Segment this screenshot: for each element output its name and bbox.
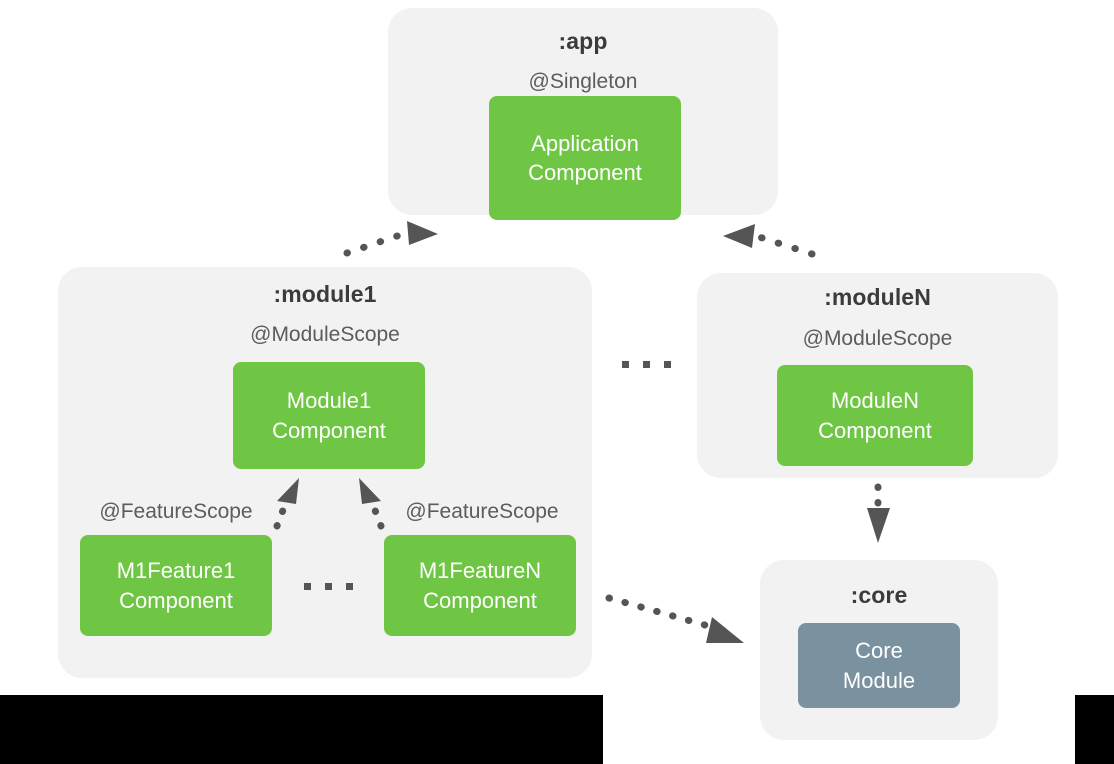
component-m1feature1-line1: M1Feature1 — [116, 558, 236, 584]
component-application-line1: Application — [531, 130, 639, 156]
module-ellipsis — [622, 361, 671, 368]
scope-m1feature1: @FeatureScope — [99, 500, 253, 523]
component-moduleN-line2: Component — [818, 417, 932, 443]
panel-module1-scope: @ModuleScope — [250, 323, 400, 346]
scope-m1featureN: @FeatureScope — [405, 500, 559, 523]
ellipsis-dot — [325, 583, 332, 590]
panel-core-title: :core — [850, 582, 908, 608]
component-m1featureN-line2: Component — [423, 587, 537, 613]
component-m1featureN[interactable]: M1FeatureN Component — [384, 535, 576, 636]
component-moduleN-line1: ModuleN — [830, 388, 920, 414]
component-m1feature1[interactable]: M1Feature1 Component — [80, 535, 272, 636]
arrow-module1-to-core — [605, 594, 744, 643]
black-bar-right — [1075, 695, 1114, 764]
component-module1-line2: Component — [272, 417, 386, 443]
component-core-module-line1: Core — [855, 638, 903, 664]
component-module1[interactable]: Module1 Component — [233, 362, 425, 469]
component-application[interactable]: Application Component — [489, 96, 681, 220]
panel-moduleN-title: :moduleN — [824, 284, 931, 310]
component-module1-line1: Module1 — [286, 388, 372, 414]
ellipsis-dot — [346, 583, 353, 590]
panel-moduleN: :moduleN @ModuleScope ModuleN Component — [697, 273, 1058, 478]
arrow-moduleN-to-core — [867, 483, 890, 543]
component-m1feature1-line2: Component — [119, 587, 233, 613]
ellipsis-dot — [643, 361, 650, 368]
arrow-moduleN-to-app — [723, 224, 816, 258]
feature-ellipsis — [304, 583, 353, 590]
ellipsis-dot — [304, 583, 311, 590]
panel-app: :app @Singleton Application Component — [388, 8, 778, 220]
panel-module1: :module1 @ModuleScope Module1 Component … — [58, 267, 592, 678]
panel-app-scope: @Singleton — [528, 70, 638, 93]
ellipsis-dot — [664, 361, 671, 368]
panel-moduleN-scope: @ModuleScope — [802, 327, 953, 350]
panel-module1-title: :module1 — [273, 281, 377, 307]
component-core-module-line2: Module — [842, 667, 916, 693]
ellipsis-dot — [622, 361, 629, 368]
panel-core: :core Core Module — [760, 560, 998, 740]
component-application-line2: Component — [528, 160, 642, 185]
component-moduleN[interactable]: ModuleN Component — [777, 365, 973, 466]
arrow-module1-to-app — [343, 221, 438, 257]
component-core-module[interactable]: Core Module — [798, 623, 960, 708]
black-bar-left — [0, 695, 603, 764]
component-m1featureN-line1: M1FeatureN — [418, 558, 542, 584]
panel-app-title: :app — [558, 28, 608, 54]
